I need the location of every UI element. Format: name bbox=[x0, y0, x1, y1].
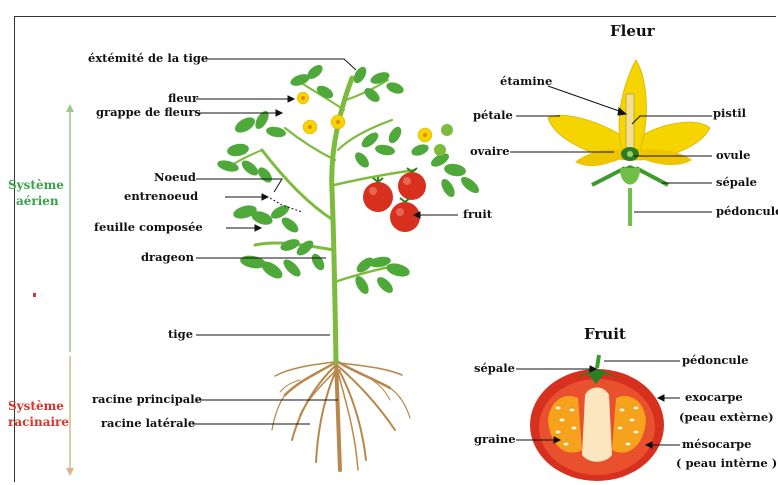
fruit-panel-title: Fruit bbox=[584, 327, 626, 342]
systeme-racinaire-line1: Système bbox=[8, 398, 69, 414]
label-systeme-racinaire: Système racinaire bbox=[8, 398, 69, 430]
label-graine: graine bbox=[474, 434, 516, 446]
plant-flowers bbox=[297, 92, 432, 142]
label-pedoncule-fleur: pédoncule bbox=[716, 206, 778, 218]
aerial-bracket-arrow-top bbox=[66, 104, 74, 112]
label-fleur: fleur bbox=[168, 93, 198, 105]
label-feuille-composee: feuille composée bbox=[94, 222, 203, 234]
bud bbox=[441, 124, 453, 136]
petal-back-right bbox=[640, 149, 692, 165]
label-drageon: drageon bbox=[141, 252, 194, 264]
label-noeud: Noeud bbox=[154, 172, 196, 184]
red-dot-marker bbox=[33, 293, 36, 297]
label-extremite-tige: éxtémité de la tige bbox=[88, 53, 208, 65]
root-bracket-arrow-bottom bbox=[66, 468, 74, 476]
label-entrenoeud: entrenoeud bbox=[124, 191, 198, 203]
columella bbox=[582, 388, 612, 462]
fruit-peduncle bbox=[597, 355, 599, 368]
label-systeme-aerien: Système aérien bbox=[8, 177, 64, 209]
label-racine-laterale: racine latérale bbox=[101, 418, 195, 430]
label-mesocarpe: mésocarpe bbox=[682, 439, 752, 451]
label-ovaire: ovaire bbox=[470, 146, 510, 158]
bud bbox=[434, 144, 446, 156]
label-racine-principale: racine principale bbox=[92, 394, 202, 406]
label-grappe-de-fleurs: grappe de fleurs bbox=[96, 107, 201, 119]
label-mesocarpe-note: ( peau intèrne ) bbox=[676, 458, 777, 470]
systeme-aerien-line1: Système bbox=[8, 177, 64, 193]
flower-panel-title: Fleur bbox=[610, 24, 655, 39]
label-pistil: pistil bbox=[713, 108, 746, 120]
label-ovule: ovule bbox=[716, 150, 750, 162]
label-tige: tige bbox=[168, 329, 193, 341]
root-system bbox=[272, 358, 410, 470]
label-sepale-fleur: sépale bbox=[716, 177, 757, 189]
label-pedoncule-fruit: pédoncule bbox=[682, 355, 748, 367]
fruit-cross-section bbox=[530, 355, 664, 481]
label-sepale-fruit: sépale bbox=[474, 363, 515, 375]
systeme-racinaire-line2: racinaire bbox=[8, 414, 69, 430]
label-exocarpe: exocarpe bbox=[685, 392, 743, 404]
receptacle bbox=[620, 168, 640, 185]
flower-illustration bbox=[548, 60, 710, 226]
label-petale: pétale bbox=[473, 110, 513, 122]
label-etamine: étamine bbox=[500, 76, 552, 88]
systeme-aerien-line2: aérien bbox=[8, 193, 64, 209]
label-exocarpe-note: (peau extèrne) bbox=[679, 412, 774, 424]
label-fruit: fruit bbox=[463, 209, 492, 221]
